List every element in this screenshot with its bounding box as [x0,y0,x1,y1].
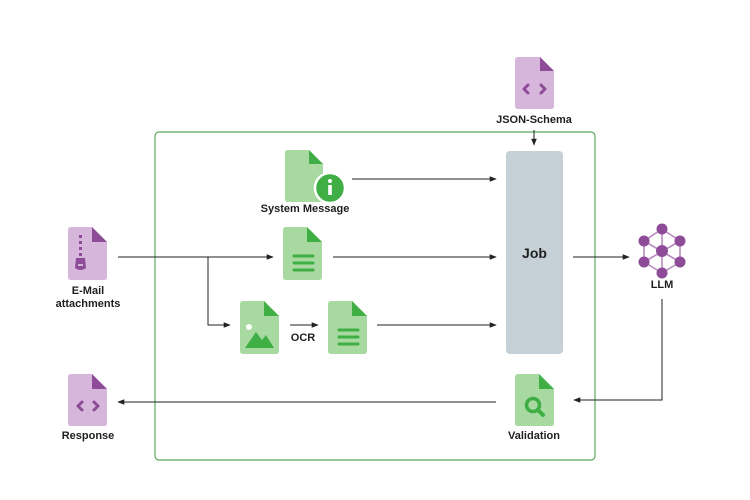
search-icon [524,396,545,417]
json-schema-doc [515,57,554,109]
text-lines-icon [292,254,315,272]
text-doc [283,227,322,280]
arrow-email-to-image [207,257,231,328]
connectors [117,130,663,405]
processing-frame [154,131,596,461]
image-icon [245,324,274,348]
text-lines-icon [337,328,360,346]
email-label-line2: attachments [55,298,121,310]
email-label-line1: E-Mail [71,285,105,297]
validation-label: Validation [508,430,560,442]
llm-network-icon [638,223,686,279]
response-doc [68,374,107,426]
job-label: Job [522,245,547,261]
code-icon [76,400,100,412]
ocr-label: OCR [290,332,316,344]
zip-icon [75,235,86,270]
llm-label: LLM [650,279,674,291]
ocr-text-doc [328,301,367,354]
validation-doc [515,374,554,426]
arrow-llm-to-validation [573,299,663,403]
response-label: Response [61,430,115,442]
json-schema-label: JSON-Schema [496,114,572,126]
code-icon [522,83,547,95]
image-doc [240,301,279,354]
system-message-doc [285,150,347,205]
system-message-label: System Message [260,203,350,215]
email-attachments-doc [68,227,107,280]
job-box [506,151,563,354]
